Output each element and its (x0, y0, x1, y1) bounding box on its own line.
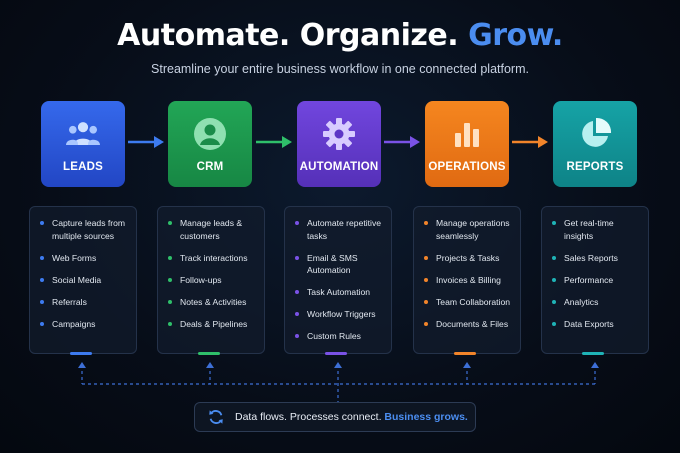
list-item: Notes & Activities (168, 296, 258, 309)
list-item: Custom Rules (295, 330, 385, 343)
stage-label-automation: AUTOMATION (299, 161, 379, 173)
stage-tile-automation[interactable]: AUTOMATION (297, 101, 381, 187)
stage-card-crm: Manage leads & customers Track interacti… (157, 206, 265, 355)
list-item: Web Forms (40, 252, 130, 265)
arrow-icon (128, 136, 164, 148)
list-item: Sales Reports (552, 252, 642, 265)
list-item: Follow-ups (168, 274, 258, 287)
stage-tile-crm[interactable]: CRM (168, 101, 252, 187)
list-item: Manage leads & customers (168, 217, 258, 242)
list-item: Analytics (552, 296, 642, 309)
title-grow: Grow. (468, 18, 563, 53)
stage-label-crm: CRM (196, 161, 224, 173)
list-item: Documents & Files (424, 318, 514, 331)
stage-card-leads: Capture leads from multiple sources Web … (29, 206, 137, 355)
stage-tile-leads[interactable]: LEADS (41, 101, 125, 187)
list-item: Team Collaboration (424, 296, 514, 309)
list-item: Get real-time insights (552, 217, 642, 242)
stage-label-reports: REPORTS (566, 161, 624, 173)
card-underline (582, 352, 604, 355)
subtitle: Streamline your entire business workflow… (151, 62, 529, 76)
pie-chart-icon (578, 117, 612, 151)
list-item: Deals & Pipelines (168, 318, 258, 331)
card-underline (325, 352, 347, 355)
stage-label-operations: OPERATIONS (428, 161, 506, 173)
list-item: Campaigns (40, 318, 130, 331)
list-item: Invoices & Billing (424, 274, 514, 287)
list-item: Capture leads from multiple sources (40, 217, 130, 242)
title-automate: Automate. (117, 18, 290, 53)
stage-card-automation: Automate repetitive tasks Email & SMS Au… (284, 206, 392, 355)
sync-icon (209, 410, 223, 424)
page-title: Automate. Organize. Grow. (0, 18, 680, 53)
stage-tile-operations[interactable]: OPERATIONS (425, 101, 509, 187)
bar-chart-icon (450, 117, 484, 151)
list-item: Workflow Triggers (295, 308, 385, 321)
footer-text-main: Data flows. Processes connect. (235, 411, 382, 423)
footer-text: Data flows. Processes connect. Business … (235, 411, 468, 423)
card-underline (198, 352, 220, 355)
list-item: Performance (552, 274, 642, 287)
arrow-icon (256, 136, 292, 148)
list-item: Email & SMS Automation (295, 252, 385, 277)
title-organize: Organize. (299, 18, 459, 53)
arrow-icon (512, 136, 548, 148)
list-item: Data Exports (552, 318, 642, 331)
list-item: Projects & Tasks (424, 252, 514, 265)
users-icon (66, 117, 100, 151)
card-underline (454, 352, 476, 355)
list-item: Referrals (40, 296, 130, 309)
list-item: Manage operations seamlessly (424, 217, 514, 242)
footer-banner: Data flows. Processes connect. Business … (194, 402, 476, 432)
user-icon (193, 117, 227, 151)
footer-text-highlight: Business grows. (384, 411, 468, 423)
list-item: Task Automation (295, 286, 385, 299)
arrow-icon (384, 136, 420, 148)
stage-card-operations: Manage operations seamlessly Projects & … (413, 206, 521, 355)
list-item: Automate repetitive tasks (295, 217, 385, 242)
stage-label-leads: LEADS (63, 161, 103, 173)
stage-tile-reports[interactable]: REPORTS (553, 101, 637, 187)
gear-icon (322, 117, 356, 151)
stage-card-reports: Get real-time insights Sales Reports Per… (541, 206, 649, 355)
list-item: Social Media (40, 274, 130, 287)
card-underline (70, 352, 92, 355)
list-item: Track interactions (168, 252, 258, 265)
